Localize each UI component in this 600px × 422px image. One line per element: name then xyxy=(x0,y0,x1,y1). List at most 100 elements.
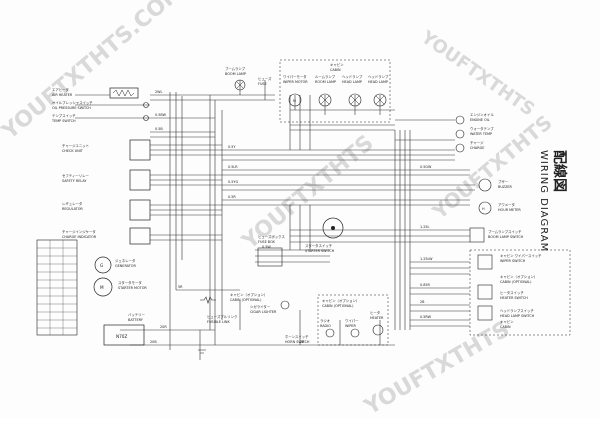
heater-switch-label-en: HEATER SWITCH xyxy=(500,296,528,300)
head-lamp-switch-label-jp: ヘッドランプスイッチ xyxy=(500,308,534,313)
svg-text:G: G xyxy=(100,263,103,268)
cabin-optional-2-label-en: CABIN (OPTIONAL) xyxy=(322,304,354,308)
wire-code: 0.5B xyxy=(155,127,163,131)
head-lamp-1-label-jp: ヘッドランプ xyxy=(342,74,363,79)
cabin-top-label-en: CABIN xyxy=(330,68,341,72)
cabin-top-label-jp: キャビン xyxy=(330,62,344,67)
temp-switch-symbol xyxy=(143,115,149,121)
radio-label-jp: ラジオ xyxy=(320,318,331,323)
svg-text:H: H xyxy=(482,207,485,211)
air-heater-label-jp: エアヒータ xyxy=(52,87,69,92)
boom-lamp-label-jp: ブームランプ xyxy=(225,66,246,71)
top-components: ブームランプ BOOM LAMP ヒューズ FUSE キャビン CABIN ワイ… xyxy=(225,59,391,123)
safety-relay-box xyxy=(129,169,151,191)
horn-switch-label-en: HORN SWITCH xyxy=(285,340,310,344)
wire-code-labels: 2WL 0.5BW 0.5B 0.5Y 0.5LR 0.5YG 0.5R 0.5… xyxy=(150,90,433,344)
fuse-label-en: FUSE xyxy=(258,82,267,86)
hour-meter-label-en: HOUR METER xyxy=(498,208,521,212)
heater-label-jp: ヒータ xyxy=(370,310,380,315)
wire-code: 5R xyxy=(178,285,183,289)
head-lamp-1-label-en: HEAD LAMP xyxy=(342,80,362,84)
cabin-optional-3-label-jp: キャビン（オプション） xyxy=(500,274,537,279)
battery-code: N70Z xyxy=(116,334,127,339)
generator-label-en: GENERATOR xyxy=(115,264,136,268)
wire-code: 0.5RW xyxy=(420,315,432,319)
watermark: YOUFTXTHTS xyxy=(416,26,538,120)
wire-color-table xyxy=(36,239,78,336)
wire-code: 0.5R xyxy=(228,195,236,199)
temp-switch-label-en: TEMP SWITCH xyxy=(51,119,76,123)
temp-switch-label-jp: テンプスイッチ xyxy=(52,113,76,118)
check-unit-label-en: CHECK UNIT xyxy=(62,149,84,153)
air-heater-symbol xyxy=(109,87,139,99)
wiper-switch-label-en: WIPER SWITCH xyxy=(500,259,526,263)
wiper-switch-label-jp: キャビン ワイパースイッチ xyxy=(500,253,542,258)
cabin-right-label-jp: キャビン xyxy=(500,319,514,324)
engine-oil-label-en: ENGINE OIL xyxy=(470,118,490,122)
generator-symbol xyxy=(94,256,112,274)
cigar-lighter-label-en: CIGAR LIGHTER xyxy=(250,310,277,314)
watermark: YOUFTXTHTS.COM xyxy=(0,0,189,145)
charge-label-en: CHARGE xyxy=(470,146,484,150)
buzzer-label-jp: ブザー xyxy=(498,179,509,184)
charge-indicator-label-en: CHARGE INDICATOR xyxy=(62,235,97,239)
battery-label-en: BATTERY xyxy=(128,318,144,322)
radio-label-en: RADIO xyxy=(320,324,331,328)
watermark-group: YOUFTXTHTS.COM YOUFTXTHTS YOUFTXTHTS YOU… xyxy=(0,0,557,421)
check-unit-box xyxy=(129,139,151,161)
wire-code: 0.5GW xyxy=(420,165,432,169)
boom-lamp-switch-label-jp: ブームランプスイッチ xyxy=(488,229,522,234)
head-lamp-2-label-en: HEAD LAMP xyxy=(368,80,388,84)
harness-wires xyxy=(75,80,475,360)
horn-switch-label-jp: ホーンスイッチ xyxy=(285,334,309,339)
oil-pressure-switch-symbol xyxy=(143,102,149,108)
generator-label-jp: ジェネレータ xyxy=(115,258,135,263)
starter-motor-symbol xyxy=(93,277,113,297)
cabin-optional-3-label-en: CABIN (OPTIONAL) xyxy=(500,280,532,284)
hour-meter-label-jp: アワメータ xyxy=(498,202,515,207)
title-en: WIRING DIAGRAM xyxy=(538,150,549,252)
regulator-label-en: REGULATOR xyxy=(62,207,83,211)
cabin-optional-2-label-jp: キャビン（オプション） xyxy=(322,298,359,303)
battery-box xyxy=(103,324,145,346)
air-heater-label-en: AIR HEATER xyxy=(52,93,73,97)
starter-switch-label-en: STARTER SWITCH xyxy=(305,249,335,253)
room-lamp-label-jp: ルームランプ xyxy=(315,74,336,79)
wire-code: 1.25LW xyxy=(420,257,433,261)
wiper-motor-label-en: WIPER MOTOR xyxy=(283,80,308,84)
heater-switch-label-jp: ヒータスイッチ xyxy=(500,290,524,295)
wire-code: 0.5LR xyxy=(228,165,238,169)
battery-label-jp: バッテリー xyxy=(128,312,146,317)
wire-code: 0.5BW xyxy=(155,113,167,117)
regulator-label-jp: レギュレータ xyxy=(62,201,82,206)
charge-label-jp: チャージ xyxy=(470,140,484,145)
fuse-box-label-en: FUSE BOX xyxy=(258,240,276,244)
charge-indicator-box xyxy=(129,227,151,245)
oil-pressure-switch-label-jp: オイルプレッシャスイッチ xyxy=(52,100,93,105)
oil-pressure-switch-label-en: OIL PRESSURE SWITCH xyxy=(52,106,91,110)
wire-code: 0.5W xyxy=(262,245,271,249)
wire-code: 2B xyxy=(420,300,425,304)
wiper-label-en: WIPER xyxy=(345,324,357,328)
svg-text:M: M xyxy=(293,99,296,103)
fuse-label-jp: ヒューズ xyxy=(258,76,272,81)
water-temp-label-jp: ウォータテンプ xyxy=(470,126,494,131)
buzzer-label-en: BUZZER xyxy=(498,185,513,189)
cabin-right-label-en: CABIN xyxy=(500,325,511,329)
right-components: エンジンオイル ENGINE OIL ウォータテンプ WATER TEMP チャ… xyxy=(455,112,571,336)
cabin-optional-1-label-en: CABIN (OPTIONAL) xyxy=(230,298,262,302)
regulator-box xyxy=(129,199,151,221)
fuse-box-label-jp: ヒューズボックス xyxy=(258,234,285,239)
water-temp-label-en: WATER TEMP xyxy=(470,132,492,136)
left-components: エアヒータ AIR HEATER オイルプレッシャスイッチ OIL PRESSU… xyxy=(36,87,237,354)
starter-motor-label-en: STARTER MOTOR xyxy=(118,286,147,290)
engine-oil-label-jp: エンジンオイル xyxy=(470,112,494,117)
center-components: ヒューズボックス FUSE BOX スタータスイッチ STARTER SWITC… xyxy=(230,217,389,346)
starter-motor-label-jp: スタータモータ xyxy=(118,280,142,285)
check-unit-label-jp: チャージユニット xyxy=(62,143,89,148)
wire-code: 20R xyxy=(160,325,167,329)
charge-indicator-label-jp: チャージインジケータ xyxy=(62,229,96,234)
title-jp: 配線図 xyxy=(551,150,568,192)
